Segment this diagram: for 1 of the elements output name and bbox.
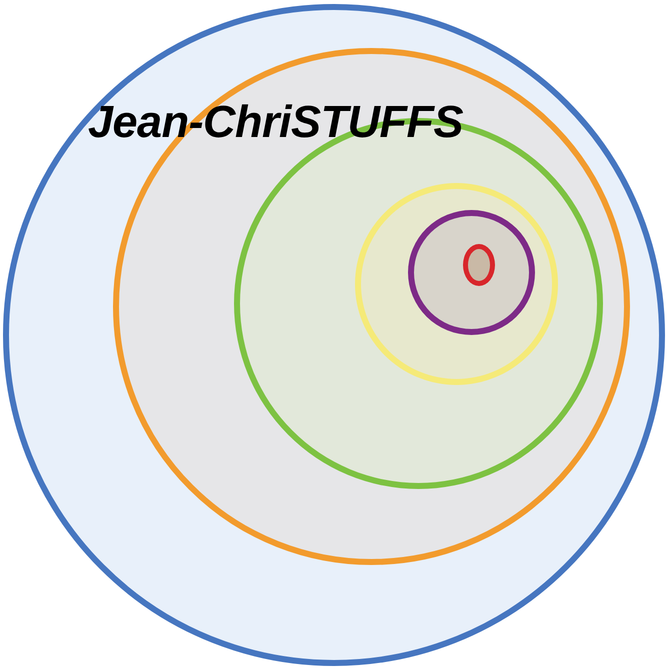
ring xyxy=(463,244,495,286)
